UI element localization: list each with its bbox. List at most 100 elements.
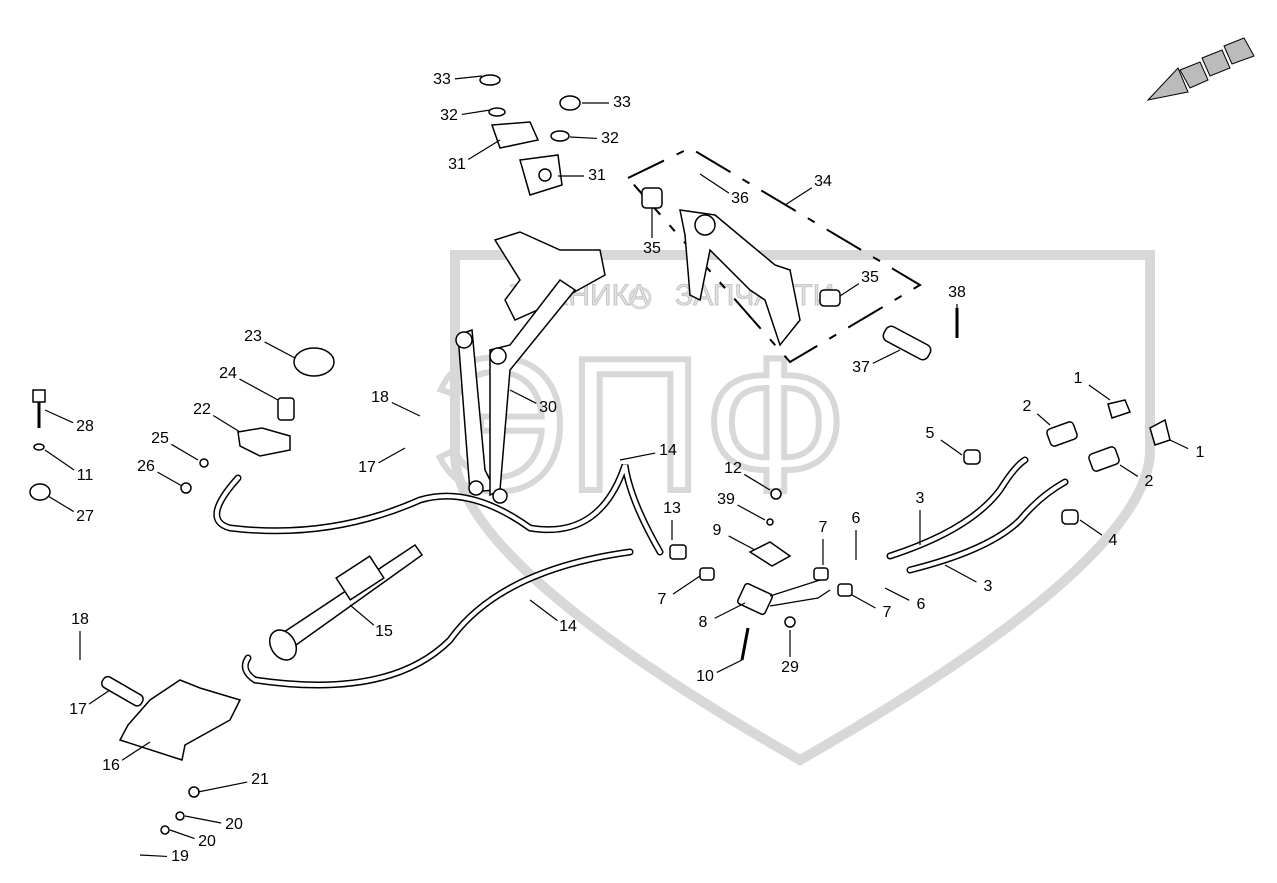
callout-label-33: 33 [613,94,631,111]
leader-line [737,504,766,521]
leader-line [1079,519,1103,536]
leader-line [197,781,248,793]
leader-line [619,452,656,461]
leader-line [47,495,75,513]
callout-label-16: 16 [102,757,120,774]
callout-label-4: 4 [1109,532,1118,549]
callout-label-22: 22 [193,401,211,418]
callout-label-30: 30 [539,399,557,416]
callout-label-25: 25 [151,430,169,447]
callout-label-3: 3 [916,490,925,507]
leader-line [44,409,74,424]
callout-label-32: 32 [601,130,619,147]
leader-line [1036,413,1051,426]
leader-line [509,389,537,404]
callout-label-18: 18 [371,389,389,406]
leader-line [839,283,860,297]
leader-line [884,587,910,601]
callout-label-17: 17 [358,459,376,476]
leader-line [454,75,483,80]
leader-line [872,349,901,364]
callout-label-20: 20 [198,833,216,850]
callout-label-35: 35 [643,240,661,257]
leader-line [1088,384,1111,401]
leader-line [728,535,756,551]
leader-line [743,473,771,491]
callout-label-35: 35 [861,269,879,286]
callout-label-28: 28 [76,418,94,435]
callout-label-20: 20 [225,816,243,833]
callout-label-19: 19 [171,848,189,865]
callout-label-12: 12 [724,460,742,477]
callout-label-18: 18 [71,611,89,628]
leader-line [529,599,558,622]
leader-line [784,187,813,206]
leader-line [569,136,598,140]
callout-label-7: 7 [883,604,892,621]
leader-line [44,449,75,471]
leader-line [944,564,977,583]
leader-line [121,741,151,761]
callout-label-27: 27 [76,508,94,525]
callout-label-39: 39 [717,491,735,508]
callout-label-31: 31 [448,156,466,173]
leader-line [1169,439,1189,450]
callout-label-5: 5 [926,425,935,442]
callout-label-36: 36 [731,190,749,207]
callout-label-24: 24 [219,365,237,382]
leader-line [378,447,406,464]
callout-label-8: 8 [699,614,708,631]
leader-line [157,471,183,487]
bushing [819,289,841,307]
callout-label-29: 29 [781,659,799,676]
bushing [641,187,663,209]
leader-line [171,443,199,461]
leader-line [1119,464,1139,477]
callout-label-38: 38 [948,284,966,301]
leader-line [716,659,743,673]
callout-label-34: 34 [814,173,832,190]
leader-line [461,109,491,115]
callout-label-10: 10 [696,668,714,685]
callout-label-1: 1 [1074,370,1083,387]
callout-label-37: 37 [852,359,870,376]
callout-label-6: 6 [917,596,926,613]
callout-label-15: 15 [375,623,393,640]
leader-line [940,439,963,456]
pedal-bracket [455,231,606,504]
callout-label-23: 23 [244,328,262,345]
leader-line [714,602,746,619]
leader-line [169,829,195,840]
callout-label-14: 14 [559,618,577,635]
leader-line [699,173,730,194]
dotted-direction-arrow-icon [1146,37,1255,101]
callout-label-7: 7 [819,519,828,536]
callout-label-7: 7 [658,591,667,608]
leader-line [264,341,296,359]
pedal-lever [679,209,801,347]
callout-label-6: 6 [852,510,861,527]
leader-line [139,854,168,858]
leader-line [239,378,279,401]
leader-line [212,415,241,433]
assembly-boundary [626,146,922,364]
callout-label-2: 2 [1145,473,1154,490]
pin [882,325,932,361]
callout-label-2: 2 [1023,398,1032,415]
callout-label-17: 17 [69,701,87,718]
leader-line [467,139,501,160]
leader-line [391,401,421,417]
callout-label-14: 14 [659,442,677,459]
leader-line [184,815,222,824]
leader-line [349,604,375,626]
callout-label-32: 32 [440,107,458,124]
callout-label-9: 9 [713,522,722,539]
callout-label-13: 13 [663,500,681,517]
callout-label-11: 11 [77,467,94,484]
leader-line [851,594,876,609]
callout-label-31: 31 [588,167,606,184]
callout-label-33: 33 [433,71,451,88]
callout-label-1: 1 [1196,444,1205,461]
leader-line [672,575,701,595]
